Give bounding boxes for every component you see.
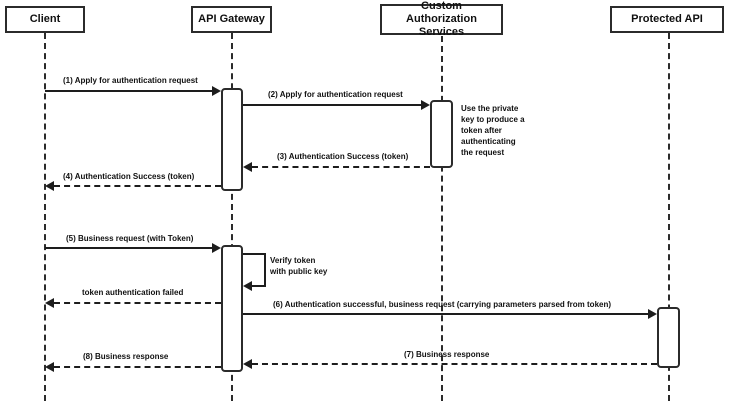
lifeline-api-gateway xyxy=(231,33,233,401)
message-arrowhead-token-auth-failed xyxy=(45,298,54,308)
message-line-7 xyxy=(252,363,657,365)
selfcall-line-bottom xyxy=(252,285,266,287)
participant-label-protected-api: Protected API xyxy=(631,13,703,25)
message-label-3: (3) Authentication Success (token) xyxy=(277,152,409,161)
note-custom-auth-line-3: token after xyxy=(461,126,502,135)
note-custom-auth-line-2: key to produce a xyxy=(461,115,525,124)
message-label-8: (8) Business response xyxy=(83,352,169,361)
selfcall-label-line2: with public key xyxy=(270,267,328,276)
message-arrowhead-3 xyxy=(243,162,252,172)
note-custom-auth-line-5: the request xyxy=(461,148,505,157)
activation-protected-api-1 xyxy=(657,307,680,368)
message-line-4 xyxy=(54,185,221,187)
selfcall-line-top xyxy=(243,253,266,255)
participant-label-client: Client xyxy=(29,13,61,25)
message-label-6: (6) Authentication successful, business … xyxy=(273,300,612,309)
message-label-2: (2) Apply for authentication request xyxy=(268,90,403,99)
message-arrowhead-5 xyxy=(212,243,221,253)
message-arrowhead-4 xyxy=(45,181,54,191)
message-line-3 xyxy=(252,166,430,168)
message-arrowhead-8 xyxy=(45,362,54,372)
message-arrowhead-2 xyxy=(421,100,430,110)
note-custom-auth-line-1: Use the private xyxy=(461,104,519,113)
message-arrowhead-7 xyxy=(243,359,252,369)
message-label-4: (4) Authentication Success (token) xyxy=(63,172,195,181)
message-label-1: (1) Apply for authentication request xyxy=(63,76,198,85)
message-line-1 xyxy=(45,90,212,92)
message-line-5 xyxy=(45,247,212,249)
message-label-5: (5) Business request (with Token) xyxy=(66,234,194,243)
selfcall-line-right xyxy=(264,253,266,286)
message-label-7: (7) Business response xyxy=(404,350,490,359)
message-line-6 xyxy=(243,313,648,315)
selfcall-label-line1: Verify token xyxy=(270,256,316,265)
selfcall-arrowhead xyxy=(243,281,252,291)
message-arrowhead-1 xyxy=(212,86,221,96)
message-label-token-auth-failed: token authentication failed xyxy=(82,288,184,297)
message-line-8 xyxy=(54,366,221,368)
participant-client[interactable]: Client xyxy=(5,6,85,33)
participant-custom-auth[interactable]: Custom Authorization Services xyxy=(380,0,503,38)
participant-protected-api[interactable]: Protected API xyxy=(610,6,724,33)
lifeline-protected-api xyxy=(668,33,670,401)
participant-api-gateway[interactable]: API Gateway xyxy=(191,6,272,33)
lifeline-custom-auth xyxy=(441,36,443,401)
participant-label-api-gateway: API Gateway xyxy=(198,13,265,25)
activation-api-gateway-2 xyxy=(221,245,243,372)
participant-label-custom-auth: Custom Authorization Services xyxy=(406,0,477,38)
message-line-token-auth-failed xyxy=(54,302,221,304)
activation-custom-auth-1 xyxy=(430,100,453,168)
message-line-2 xyxy=(243,104,421,106)
lifeline-client xyxy=(44,33,46,401)
note-custom-auth-line-4: authenticating xyxy=(461,137,516,146)
activation-api-gateway-1 xyxy=(221,88,243,191)
message-arrowhead-6 xyxy=(648,309,657,319)
